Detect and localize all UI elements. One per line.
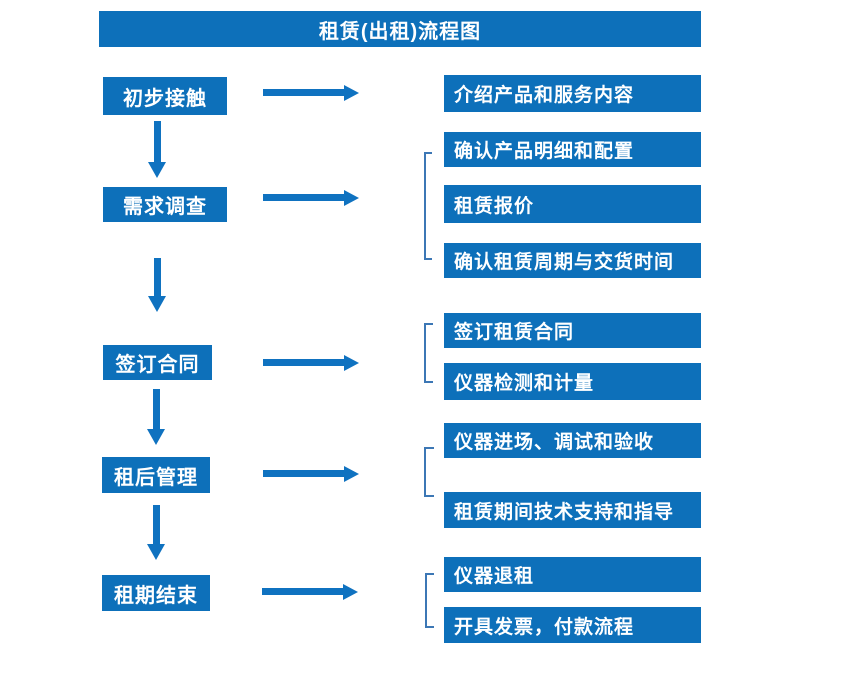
arrow-head-icon xyxy=(147,429,165,445)
arrow-right-step1 xyxy=(263,85,359,101)
arrow-down-1 xyxy=(148,121,167,178)
arrow-right-step3 xyxy=(263,355,359,371)
group-bracket-step5 xyxy=(425,573,434,628)
output-box-introduce-products: 介绍产品和服务内容 xyxy=(444,75,701,112)
arrow-head-icon xyxy=(344,355,359,371)
output-box-rental-quote: 租赁报价 xyxy=(444,185,701,223)
step-box-post-rental-management: 租后管理 xyxy=(102,457,210,493)
arrow-down-3 xyxy=(147,389,166,445)
output-box-confirm-period-delivery: 确认租赁周期与交货时间 xyxy=(444,243,701,278)
arrow-shaft xyxy=(153,505,160,544)
arrow-shaft xyxy=(263,470,345,477)
arrow-head-icon xyxy=(344,466,359,482)
output-box-instrument-setup-acceptance: 仪器进场、调试和验收 xyxy=(444,423,701,458)
step-box-sign-contract: 签订合同 xyxy=(103,345,212,380)
arrow-shaft xyxy=(262,588,344,595)
group-bracket-step4 xyxy=(424,447,434,497)
output-box-sign-rental-contract: 签订租赁合同 xyxy=(444,313,701,348)
group-bracket-step2 xyxy=(424,152,432,260)
arrow-head-icon xyxy=(344,85,359,101)
arrow-shaft xyxy=(263,89,345,96)
arrow-down-4 xyxy=(147,505,166,560)
arrow-shaft xyxy=(154,258,161,296)
arrow-head-icon xyxy=(147,544,165,560)
step-box-rental-end: 租期结束 xyxy=(102,575,210,611)
arrow-right-step5 xyxy=(262,584,358,600)
arrow-head-icon xyxy=(148,296,166,312)
arrow-shaft xyxy=(154,121,161,162)
output-box-instrument-testing: 仪器检测和计量 xyxy=(444,363,701,400)
output-box-instrument-return: 仪器退租 xyxy=(444,557,701,592)
step-box-demand-survey: 需求调查 xyxy=(103,187,227,222)
group-bracket-step3 xyxy=(424,323,433,383)
arrow-head-icon xyxy=(344,190,359,206)
output-box-confirm-details: 确认产品明细和配置 xyxy=(444,132,701,167)
arrow-shaft xyxy=(263,194,345,201)
step-box-initial-contact: 初步接触 xyxy=(103,77,227,115)
arrow-head-icon xyxy=(148,162,166,178)
arrow-shaft xyxy=(153,389,160,429)
arrow-head-icon xyxy=(343,584,358,600)
output-box-invoice-payment: 开具发票，付款流程 xyxy=(444,607,701,643)
arrow-right-step2 xyxy=(263,190,359,206)
output-box-technical-support: 租赁期间技术支持和指导 xyxy=(444,492,701,528)
arrow-shaft xyxy=(263,359,345,366)
arrow-right-step4 xyxy=(263,466,359,482)
diagram-title: 租赁(出租)流程图 xyxy=(99,11,701,47)
arrow-down-2 xyxy=(148,258,167,312)
